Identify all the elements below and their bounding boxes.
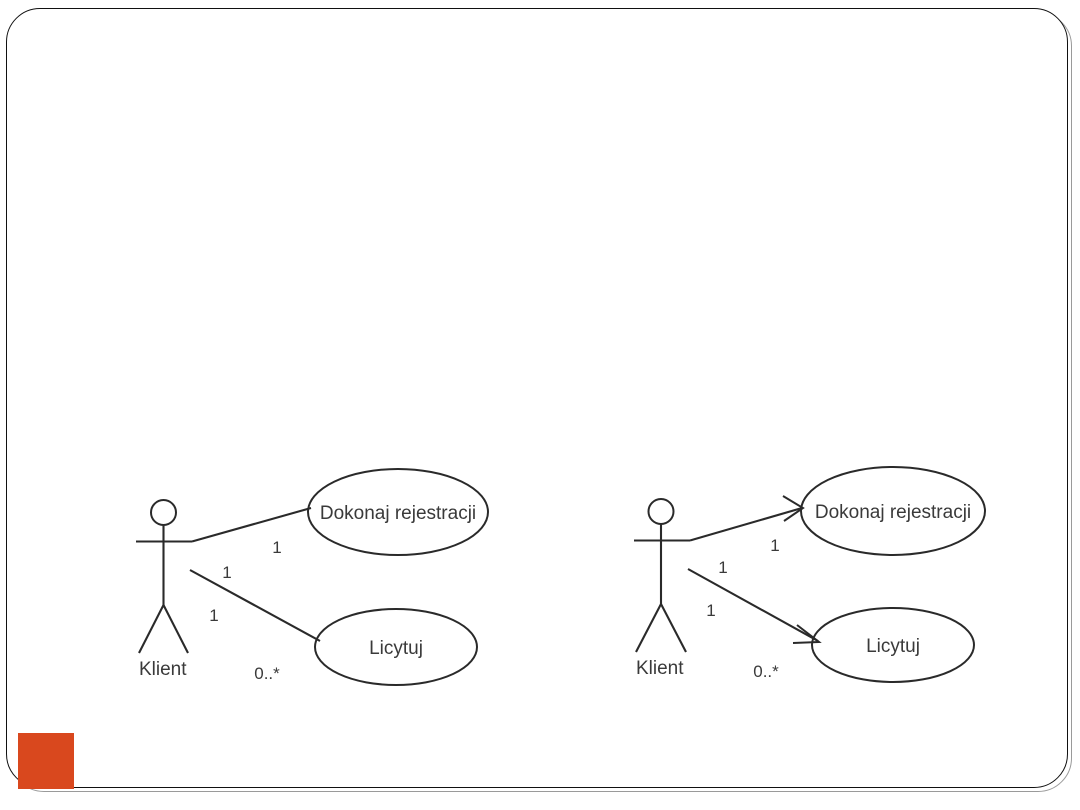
multiplicity-register-target: 1: [770, 536, 779, 555]
association-arrow-bid[interactable]: [687, 568, 822, 644]
actor-leg-left-line: [635, 603, 662, 653]
slide-frame: [6, 8, 1068, 788]
multiplicity-register-target: 1: [272, 538, 281, 557]
actor-head-icon: [647, 498, 675, 525]
use-case-dokonaj-rejestracji-left[interactable]: Dokonaj rejestracji: [307, 468, 489, 556]
arrowhead-icon: [792, 624, 822, 644]
use-case-label: Dokonaj rejestracji: [815, 502, 971, 523]
actor-klient-left[interactable]: Klient: [136, 499, 192, 680]
use-case-label: Licytuj: [369, 638, 423, 659]
actor-leg-right-line: [660, 603, 687, 653]
multiplicity-bid-target: 0..*: [254, 664, 280, 683]
use-case-label: Dokonaj rejestracji: [320, 503, 476, 524]
actor-leg-left-line: [138, 604, 165, 654]
use-case-licytuj-right[interactable]: Licytuj: [811, 607, 975, 683]
multiplicity-register-source: 1: [718, 558, 727, 577]
association-arrow-register[interactable]: [689, 495, 805, 542]
use-case-dokonaj-rejestracji-right[interactable]: Dokonaj rejestracji: [800, 466, 986, 556]
association-line: [687, 568, 819, 642]
use-case-diagram-right: Klient Dokonaj rejestracji: [634, 466, 986, 683]
use-case-label: Licytuj: [866, 636, 920, 657]
actor-leg-right-line: [162, 604, 189, 654]
actor-klient-right[interactable]: Klient: [634, 498, 690, 679]
use-case-ellipse: [307, 468, 489, 556]
use-case-ellipse: [811, 607, 975, 683]
use-case-diagram-left: Klient Dokonaj rejestracji Licytuj 1: [136, 468, 489, 686]
actor-label-klient: Klient: [139, 659, 187, 680]
multiplicity-bid-target: 0..*: [753, 662, 779, 681]
association-line-bid[interactable]: [189, 569, 321, 642]
use-case-ellipse: [314, 608, 478, 686]
multiplicity-register-source: 1: [222, 563, 231, 582]
multiplicity-bid-source: 1: [209, 606, 218, 625]
actor-head-icon: [150, 499, 177, 526]
accent-square-decoration: [18, 733, 74, 789]
multiplicity-bid-source: 1: [706, 601, 715, 620]
use-case-ellipse: [800, 466, 986, 556]
actor-label-klient: Klient: [636, 658, 684, 679]
use-case-licytuj-left[interactable]: Licytuj: [314, 608, 478, 686]
arrowhead-icon: [782, 495, 805, 522]
association-line: [689, 506, 803, 542]
association-line-register[interactable]: [191, 506, 312, 543]
